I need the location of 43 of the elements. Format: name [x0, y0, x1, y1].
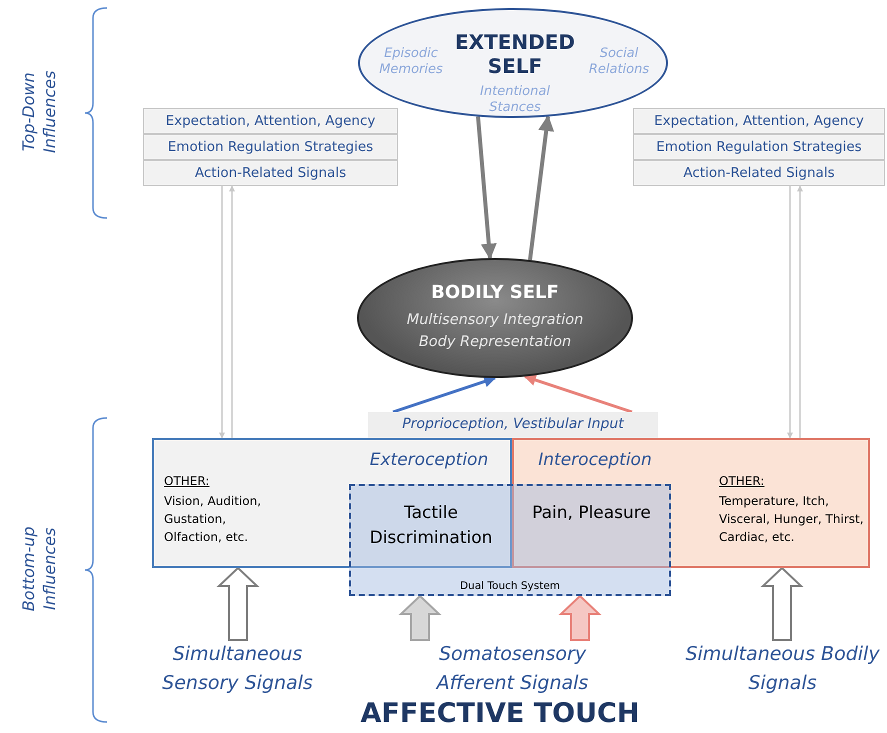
influence-row: Action-Related Signals — [143, 160, 398, 186]
influence-row: Emotion Regulation Strategies — [633, 134, 885, 160]
arrow — [797, 185, 803, 438]
block-arrow — [216, 566, 260, 641]
arrow — [787, 186, 793, 439]
category-heading: OTHER: — [164, 474, 210, 488]
block-arrow — [760, 566, 804, 641]
dual-touch-system-box — [349, 484, 671, 596]
influence-row: Emotion Regulation Strategies — [143, 134, 398, 160]
ellipse-label: Social Relations — [588, 46, 650, 78]
signal-label: Somatosensory Afferent Signals — [434, 642, 590, 696]
exteroception-box — [152, 438, 512, 568]
arrow — [476, 116, 497, 260]
signal-label: Simultaneous Sensory Signals — [161, 642, 314, 696]
box-heading: Exteroception — [368, 450, 490, 470]
influence-row: Expectation, Attention, Agency — [633, 108, 885, 134]
bracket-label: Bottom-up Influences — [19, 525, 60, 614]
arrow — [219, 186, 225, 439]
block-arrow — [398, 594, 442, 641]
arrow — [229, 185, 235, 438]
box-label: Dual Touch System — [458, 580, 562, 593]
signal-label: Simultaneous Bodily Signals — [685, 642, 880, 696]
arrow — [392, 376, 496, 414]
proprioception-band — [368, 412, 658, 438]
region-label: Pain, Pleasure — [531, 502, 652, 525]
block-arrow — [558, 594, 602, 641]
ellipse-label: Intentional Stances — [479, 84, 551, 116]
category-list: Vision, Audition, Gustation, Olfaction, etc. — [164, 492, 279, 546]
diagram-title: AFFECTIVE TOUCH — [360, 698, 640, 729]
interoception-box — [512, 438, 870, 568]
influence-row: Expectation, Attention, Agency — [143, 108, 398, 134]
influence-row: Action-Related Signals — [633, 160, 885, 186]
category-list: Temperature, Itch, Visceral, Hunger, Thirst, Cardiac, etc. — [719, 492, 867, 546]
arrow — [528, 115, 554, 260]
region-label: Tactile Discrimination — [368, 502, 494, 550]
band-label: Proprioception, Vestibular Input — [401, 416, 626, 433]
ellipse-title: EXTENDED SELF — [455, 30, 575, 78]
category-heading: OTHER: — [719, 474, 766, 488]
ellipse-label: Multisensory Integration Body Representation — [406, 311, 584, 352]
ellipse-title: BODILY SELF — [430, 282, 560, 304]
box-heading: Interoception — [537, 450, 653, 470]
bracket-label: Top-Down Influences — [19, 70, 60, 155]
ellipse-label: Episodic Memories — [378, 46, 444, 78]
